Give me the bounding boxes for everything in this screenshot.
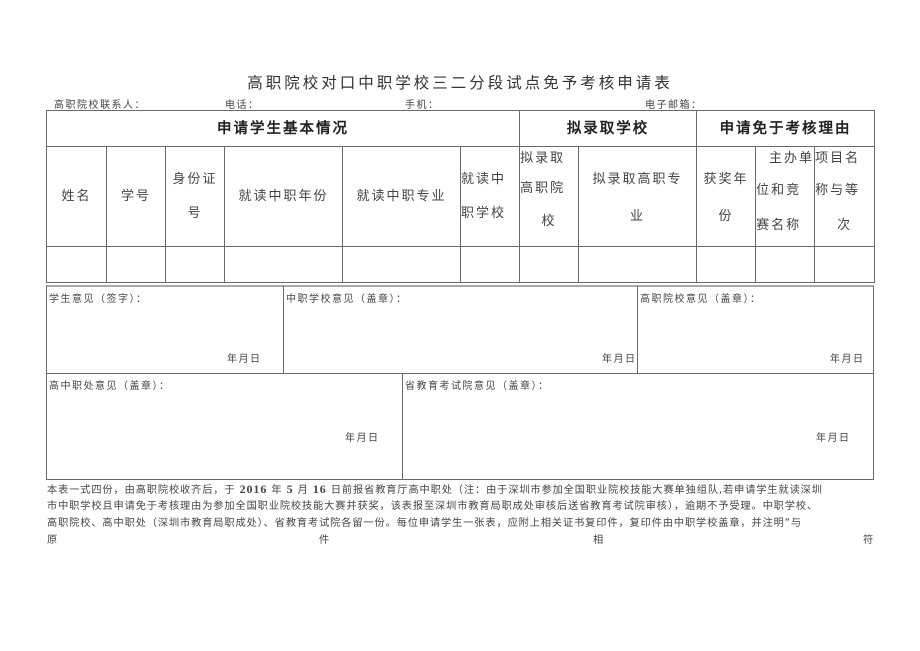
high-vocational-office-opinion-box[interactable]: 高中职处意见（盖章）： 年月日 xyxy=(46,373,403,480)
col-header-text: 身份证 xyxy=(172,171,218,187)
cell-organizer[interactable] xyxy=(755,246,816,283)
cell-admitting-college[interactable] xyxy=(519,246,580,283)
col-header-text: 就读中职年份 xyxy=(238,188,329,204)
note-text: 月 xyxy=(293,485,313,496)
footnote-line-1: 本表一式四份，由高职院校收齐后，于 2016 年 5 月 16 日前报省教育厅高… xyxy=(47,481,875,499)
col-header-organizer: 主办单 位和竞 赛名称 xyxy=(755,146,816,247)
footnote-line-2: 市中职学校且申请免于考核理由为参加全国职业院校技能大赛并获奖，该表报至深圳市教育… xyxy=(47,501,819,512)
vocational-school-opinion-box[interactable]: 中职学校意见（盖章）： 年月日 xyxy=(283,285,638,374)
note-text: 日前报省教育厅高中职处（注：由于深圳市参加全国职业院校技能大赛单独组队,若申请学… xyxy=(326,485,823,496)
student-opinion-box[interactable]: 学生意见（签字）： 年月日 xyxy=(46,285,284,374)
provincial-exam-institute-opinion-box[interactable]: 省教育考试院意见（盖章）： 年月日 xyxy=(402,373,874,480)
col-header-admitting-college: 拟录取 高职院 校 xyxy=(519,146,580,247)
application-table: 申请学生基本情况 拟录取学校 申请免于考核理由 姓名 学号 身份证 号 就读中职… xyxy=(45,110,876,283)
cell-major[interactable] xyxy=(342,246,461,283)
provincial-exam-institute-opinion-label: 省教育考试院意见（盖章）： xyxy=(405,381,550,392)
high-vocational-office-opinion-date: 年月日 xyxy=(345,433,380,444)
deadline-day: 16 xyxy=(312,482,327,496)
cell-project-name[interactable] xyxy=(814,246,876,283)
col-header-award-year: 获奖年 份 xyxy=(696,146,757,247)
cell-admitting-major[interactable] xyxy=(578,246,698,283)
mobile-label: 手机： xyxy=(405,100,440,111)
college-opinion-label: 高职院校意见（盖章）： xyxy=(640,294,762,305)
cell-student-id[interactable] xyxy=(106,246,166,283)
col-header-text: 业 xyxy=(630,208,646,224)
col-header-text: 就读中职专业 xyxy=(356,188,447,204)
email-label: 电子邮箱： xyxy=(645,100,703,111)
note-text: 年 xyxy=(267,485,287,496)
col-header-text: 就读中 xyxy=(461,171,507,187)
col-header-text: 次 xyxy=(837,218,853,233)
phone-label: 电话： xyxy=(225,100,260,111)
col-header-text: 职学校 xyxy=(461,205,507,221)
col-header-text: 赛名称 xyxy=(756,218,802,233)
column-header-row: 姓名 学号 身份证 号 就读中职年份 就读中职专业 就读中 职学校 拟录取 高职… xyxy=(46,146,876,247)
col-header-text: 拟录取 xyxy=(520,151,566,166)
col-header-text: 称与等 xyxy=(815,183,861,198)
cell-id-card[interactable] xyxy=(165,246,225,283)
cell-enroll-year[interactable] xyxy=(224,246,343,283)
cell-award-year[interactable] xyxy=(696,246,757,283)
col-header-text: 高职院 xyxy=(520,181,566,196)
deadline-year: 2016 xyxy=(239,482,268,496)
col-header-id-card: 身份证 号 xyxy=(165,146,225,247)
college-contact-label: 高职院校联系人： xyxy=(54,100,146,111)
col-header-project-name: 项目名 称与等 次 xyxy=(814,146,876,247)
college-opinion-box[interactable]: 高职院校意见（盖章）： 年月日 xyxy=(637,285,874,374)
col-header-text: 份 xyxy=(718,208,734,224)
form-title: 高职院校对口中职学校三二分段试点免予考核申请表 xyxy=(247,74,673,92)
footnote-line-3: 高职院校、高中职处（深圳市教育局职成处）、省教育考试院各留一份。每位申请学生一张… xyxy=(47,518,803,529)
note-word: 原 xyxy=(47,535,59,546)
col-header-student-id: 学号 xyxy=(106,146,166,247)
cell-name[interactable] xyxy=(46,246,107,283)
col-header-text: 姓名 xyxy=(61,188,92,204)
section-header-row: 申请学生基本情况 拟录取学校 申请免于考核理由 xyxy=(45,110,876,147)
col-header-text: 位和竞 xyxy=(756,183,802,198)
col-header-text: 校 xyxy=(541,214,557,229)
col-header-text: 学号 xyxy=(120,188,151,204)
col-header-major: 就读中职专业 xyxy=(342,146,461,247)
col-header-text: 拟录取高职专 xyxy=(592,171,683,187)
note-word: 件 xyxy=(319,535,331,546)
section-exemption-reason: 申请免于考核理由 xyxy=(696,110,876,147)
note-word: 符 xyxy=(863,535,875,546)
section-student-info: 申请学生基本情况 xyxy=(45,110,521,147)
high-vocational-office-opinion-label: 高中职处意见（盖章）： xyxy=(49,381,171,392)
student-opinion-date: 年月日 xyxy=(227,354,262,365)
col-header-text: 获奖年 xyxy=(703,171,749,187)
vocational-school-opinion-label: 中职学校意见（盖章）： xyxy=(286,294,408,305)
col-header-text: 号 xyxy=(187,205,203,221)
cell-vocational-school[interactable] xyxy=(459,246,521,283)
student-opinion-label: 学生意见（签字）： xyxy=(49,294,148,305)
provincial-exam-institute-opinion-date: 年月日 xyxy=(816,433,851,444)
note-text: 本表一式四份，由高职院校收齐后，于 xyxy=(47,485,240,496)
col-header-admitting-major: 拟录取高职专 业 xyxy=(578,146,698,247)
deadline-month: 5 xyxy=(286,482,294,496)
col-header-vocational-school: 就读中 职学校 xyxy=(459,146,521,247)
col-header-text: 项目名 xyxy=(815,151,861,166)
col-header-enroll-year: 就读中职年份 xyxy=(224,146,343,247)
table-row xyxy=(46,246,876,283)
vocational-school-opinion-date: 年月日 xyxy=(602,354,637,365)
college-opinion-date: 年月日 xyxy=(830,354,865,365)
section-admitting-school: 拟录取学校 xyxy=(519,110,698,147)
col-header-name: 姓名 xyxy=(46,146,107,247)
col-header-text: 主办单 xyxy=(769,151,815,166)
note-word: 相 xyxy=(593,535,605,546)
